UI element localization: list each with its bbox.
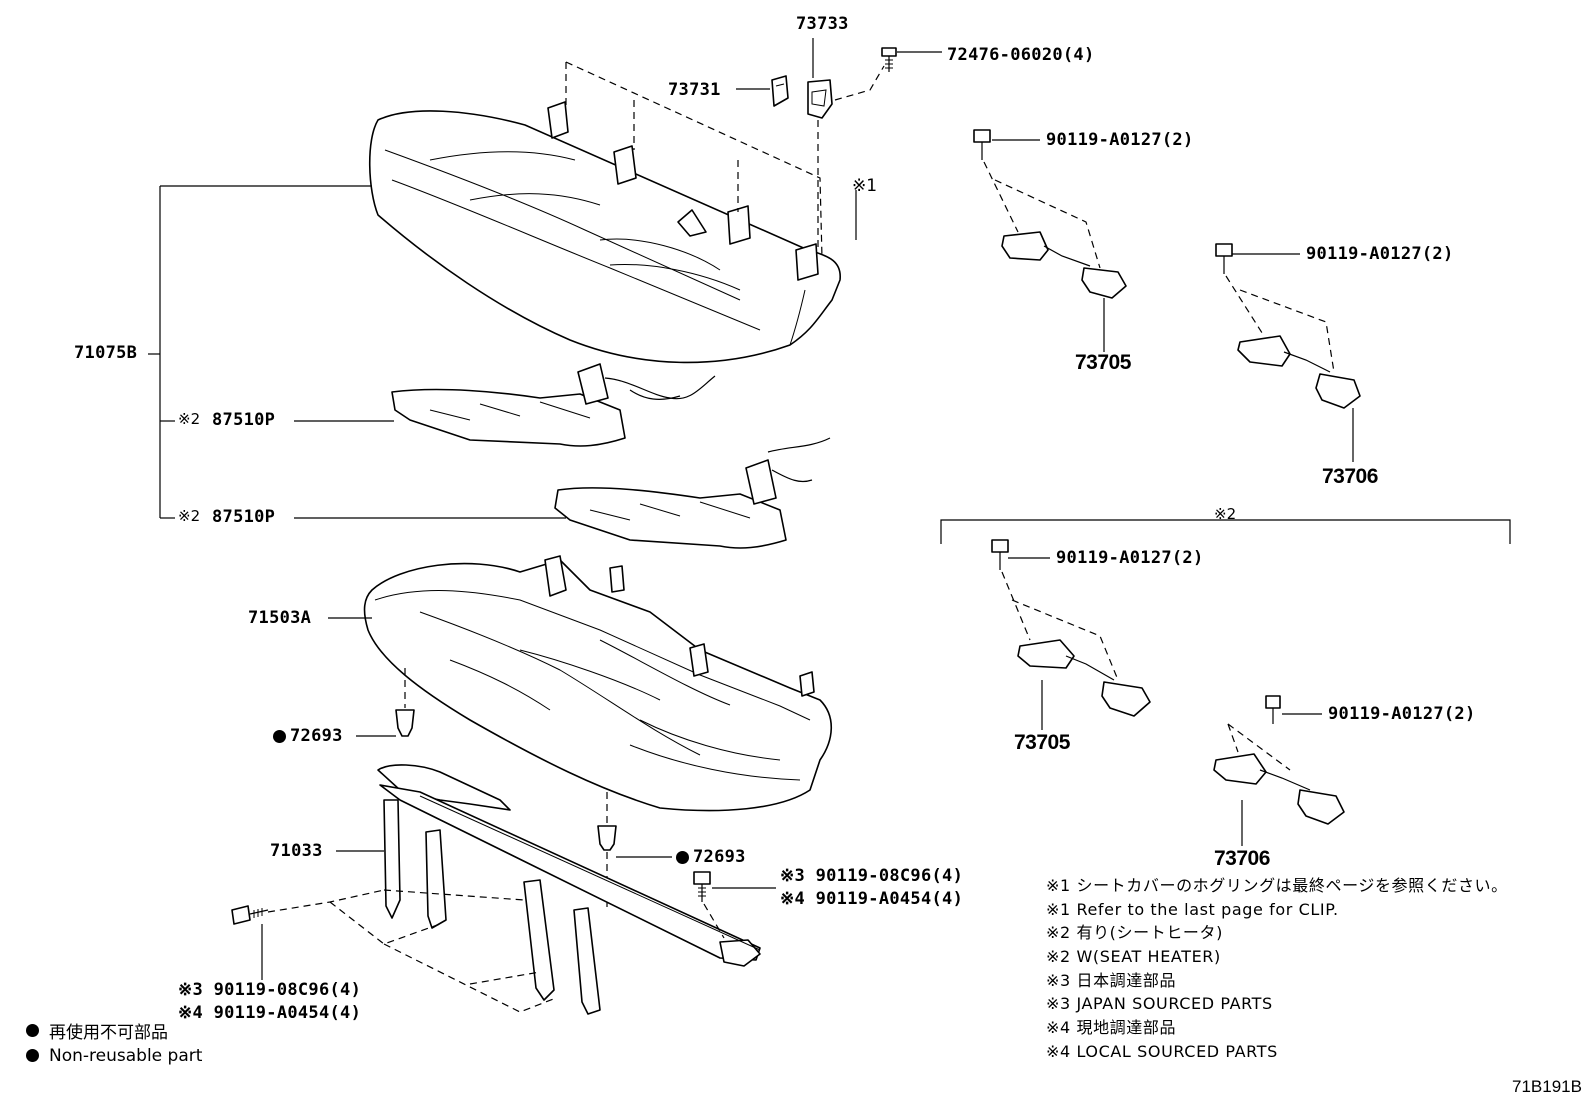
leader-lines (148, 38, 1354, 980)
seatback-clip-lines (565, 61, 885, 259)
label-73705-lower: 73705 (1014, 731, 1070, 754)
note2-marker-heater-upper: ※2 (178, 410, 201, 428)
label-bolt-hinge-upper-right: 90119-A0127(2) (1306, 244, 1454, 264)
frame-bolts (231, 871, 725, 1013)
non-reusable-dot-icon (26, 1049, 39, 1062)
hook-73731 (771, 75, 789, 107)
label-73705-upper: 73705 (1075, 351, 1131, 374)
seatback-cover (368, 101, 841, 364)
label-87510P-lower: 87510P (212, 507, 276, 527)
note-4-ja: ※4 現地調達部品 (1046, 1017, 1177, 1037)
legend-label-en: Non-reusable part (49, 1045, 203, 1066)
label-bolt-right-japan: ※3 90119-08C96(4) (780, 866, 964, 886)
label-bolt-hinge-lower-left: 90119-A0127(2) (1056, 548, 1204, 568)
hinge-73706-upper (1215, 243, 1361, 409)
note-3-ja: ※3 日本調達部品 (1046, 970, 1177, 990)
non-reusable-dot-72693-a (273, 730, 286, 743)
label-73733: 73733 (796, 14, 849, 34)
note-1-en: ※1 Refer to the last page for CLIP. (1046, 899, 1339, 919)
label-71503A: 71503A (248, 608, 312, 628)
label-bolt-hinge-lower-right: 90119-A0127(2) (1328, 704, 1476, 724)
heater-group-marker: ※2 (1214, 505, 1237, 523)
label-87510P-upper: 87510P (212, 410, 276, 430)
note2-marker-heater-lower: ※2 (178, 507, 201, 525)
legend-label-ja: 再使用不可部品 (49, 1023, 168, 1043)
notes-list: ※1 シートカバーのホグリングは最終ページを参照ください。 ※1 Refer t… (1046, 874, 1508, 1064)
hinge-73705-lower (991, 539, 1151, 717)
label-73731: 73731 (668, 80, 721, 100)
hinge-73705-upper (973, 129, 1127, 299)
seat-heater-upper (391, 363, 716, 447)
label-73706-lower: 73706 (1214, 847, 1270, 870)
legend-row-ja: 再使用不可部品 (26, 1018, 202, 1043)
label-72476-06020: 72476-06020(4) (947, 45, 1095, 65)
note-2-ja: ※2 有り(シートヒータ) (1046, 923, 1223, 943)
label-72693-b: 72693 (693, 847, 746, 867)
seat-heater-lower (554, 437, 831, 549)
label-71033: 71033 (270, 841, 323, 861)
cushion-frame (377, 764, 761, 1015)
label-71075B: 71075B (74, 343, 138, 363)
clip-72693-a (395, 668, 415, 737)
note-3-en: ※3 JAPAN SOURCED PARTS (1046, 994, 1273, 1014)
note-2-en: ※2 W(SEAT HEATER) (1046, 946, 1221, 966)
label-bolt-left-local: ※4 90119-A0454(4) (178, 1003, 362, 1023)
note-1-ja: ※1 シートカバーのホグリングは最終ページを参照ください。 (1046, 875, 1508, 895)
label-bolt-hinge-upper-left: 90119-A0127(2) (1046, 130, 1194, 150)
label-bolt-left-japan: ※3 90119-08C96(4) (178, 980, 362, 1000)
non-reusable-dot-icon (26, 1024, 39, 1037)
label-73706-upper: 73706 (1322, 465, 1378, 488)
hook-73733 (807, 79, 833, 119)
legend-row-en: Non-reusable part (26, 1043, 202, 1068)
heater-group-bracket (940, 519, 1511, 544)
non-reusable-dot-72693-b (676, 851, 689, 864)
hinge-73706-lower (1213, 695, 1345, 825)
legend: 再使用不可部品 Non-reusable part (26, 1018, 202, 1068)
label-bolt-right-local: ※4 90119-A0454(4) (780, 889, 964, 909)
note1-marker: ※1 (852, 176, 878, 196)
diagram-id: 71B191B (1512, 1077, 1582, 1096)
note-4-en: ※4 LOCAL SOURCED PARTS (1046, 1041, 1278, 1061)
label-72693-a: 72693 (290, 726, 343, 746)
bolt-72476 (881, 47, 897, 72)
seat-cushion (363, 555, 832, 812)
